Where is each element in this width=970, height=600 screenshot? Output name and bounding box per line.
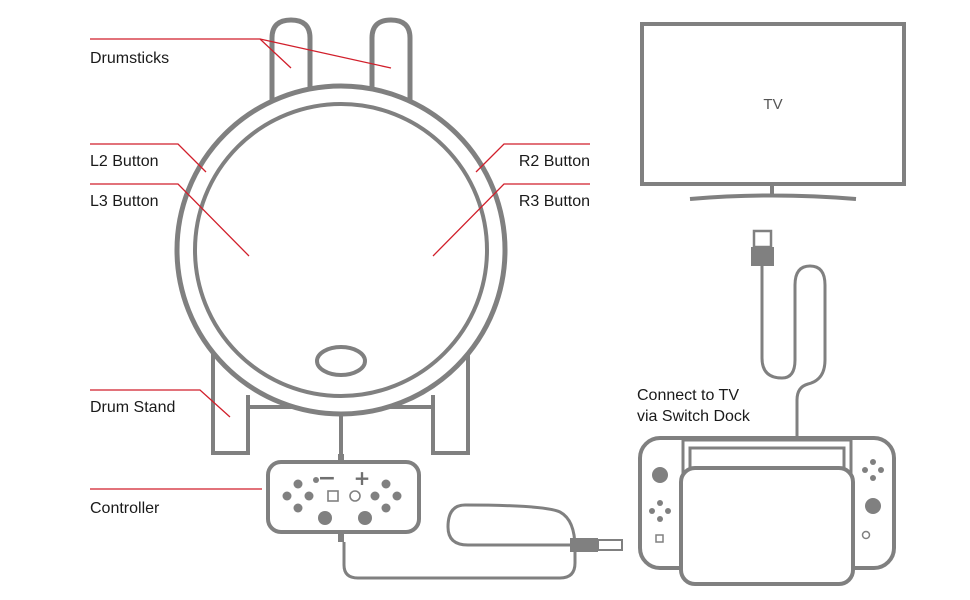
controller-illustration: − + <box>266 460 421 534</box>
left-drumstick <box>269 17 313 102</box>
tv-illustration: TV <box>640 22 906 201</box>
drumsticks-illustration <box>269 17 413 102</box>
switch-dock-body <box>679 466 855 586</box>
left-joycon-dpad-left <box>649 508 655 514</box>
right-joycon-stick <box>865 498 881 514</box>
controller-right-button-b <box>381 503 391 513</box>
r3-button-label: R3 Button <box>519 193 590 210</box>
controller-left-button-left <box>282 491 292 501</box>
r2-button-label: R2 Button <box>519 153 590 170</box>
controller-label: Controller <box>90 500 160 517</box>
controller-left-stick <box>318 511 332 525</box>
controller-to-dock-cable <box>338 503 623 580</box>
labels: Drumsticks L2 Button L3 Button R2 Button… <box>90 50 751 517</box>
controller-right-button-x <box>381 479 391 489</box>
controller-left-button-up <box>293 479 303 489</box>
l3-pointer-line <box>90 183 250 257</box>
controller-right-button-a <box>392 491 402 501</box>
connect-label-line2: via Switch Dock <box>637 408 751 425</box>
right-drumstick <box>369 17 413 102</box>
controller-right-button-y <box>370 491 380 501</box>
hdmi-plug-body <box>751 247 774 266</box>
usb-plug-body <box>570 538 598 552</box>
switch-dock-illustration <box>638 436 896 586</box>
left-joycon-capture <box>655 534 664 543</box>
left-joycon-dpad-right <box>665 508 671 514</box>
tv-screen <box>640 22 906 186</box>
right-joycon-button-a <box>878 467 884 473</box>
drum-illustration <box>174 83 508 417</box>
right-joycon-button-x <box>870 459 876 465</box>
switch-screen-inner <box>688 446 846 470</box>
left-joycon-dpad-up <box>657 500 663 506</box>
drum-face <box>193 102 489 398</box>
connect-label-line1: Connect to TV <box>637 387 739 404</box>
tv-stand <box>689 184 857 201</box>
controller-plus-symbol: + <box>354 466 371 490</box>
l2-pointer-line <box>90 143 207 173</box>
controller-minus-symbol: − <box>318 466 336 491</box>
controller-left-button-right <box>304 491 314 501</box>
right-joycon-button-y <box>862 467 868 473</box>
pointer-lines <box>90 38 590 490</box>
tv-to-dock-cable <box>751 229 827 438</box>
drum-stand-pointer-line <box>90 389 231 418</box>
controller-left-stick-dot <box>313 477 319 483</box>
left-joycon-stick <box>652 467 668 483</box>
stand-right-leg <box>431 345 470 455</box>
usb-plug-tip <box>597 539 623 551</box>
drum-stand-label: Drum Stand <box>90 399 175 416</box>
controller-top-connector <box>338 454 344 462</box>
l2-button-label: L2 Button <box>90 153 159 170</box>
l3-button-label: L3 Button <box>90 193 159 210</box>
r2-pointer-line <box>475 143 590 173</box>
hdmi-plug-tip <box>752 229 773 249</box>
stand-left-leg <box>211 345 250 455</box>
controller-bottom-connector <box>338 532 344 542</box>
left-joycon-dpad-down <box>657 516 663 522</box>
controller-home-button <box>349 490 361 502</box>
controller-capture-button <box>327 490 339 502</box>
controller-right-stick <box>358 511 372 525</box>
r3-pointer-line <box>432 183 590 257</box>
drumsticks-pointer-line-2 <box>259 38 392 69</box>
controller-left-button-down <box>293 503 303 513</box>
drum-center-logo <box>315 345 367 377</box>
right-joycon-button-b <box>870 475 876 481</box>
right-joycon-home <box>861 530 871 540</box>
tv-label: TV <box>763 96 782 113</box>
drumsticks-label: Drumsticks <box>90 50 169 67</box>
